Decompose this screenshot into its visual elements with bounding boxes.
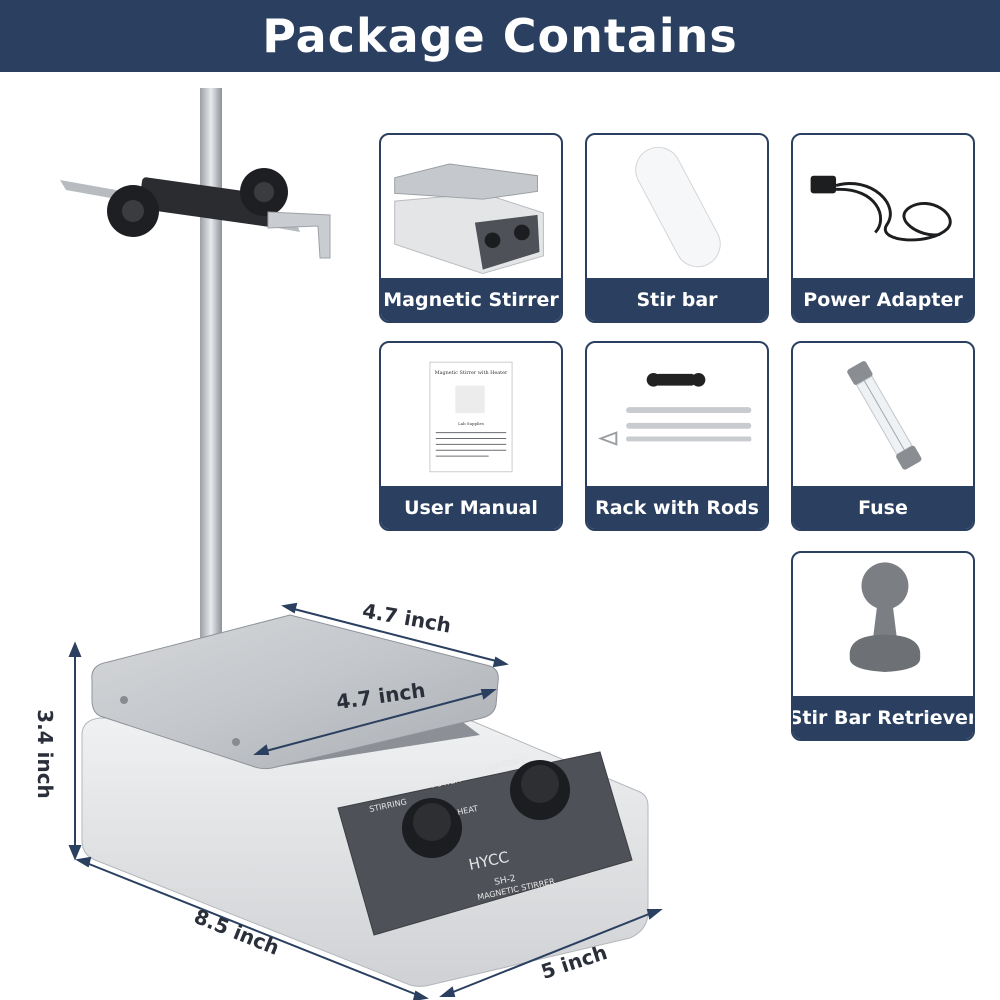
retriever-icon [849, 562, 921, 672]
item-label: Magnetic Stirrer [381, 278, 561, 321]
item-label: Stir Bar Retriever [793, 696, 973, 739]
item-card-user-manual: Magnetic Stirrer with Heater Lab Supplie… [379, 341, 563, 531]
item-card-rack-rods: Rack with Rods [585, 341, 769, 531]
item-label: User Manual [381, 486, 561, 529]
banner-title: Package Contains [262, 9, 738, 63]
heating-plate [91, 614, 499, 770]
svg-text:Magnetic Stirrer with Heater: Magnetic Stirrer with Heater [435, 370, 508, 376]
svg-text:Lab Supplies: Lab Supplies [458, 421, 484, 426]
dim-height: 3.4 inch [32, 709, 57, 799]
stand-rod [200, 88, 222, 648]
magnetic-stirrer-icon [394, 163, 544, 275]
dim-line-top-depth [289, 607, 501, 663]
panel-label-heat: HEAT [457, 804, 479, 817]
item-label: Power Adapter [793, 278, 973, 321]
item-card-power-adapter: Power Adapter [791, 133, 975, 323]
item-label: Fuse [793, 486, 973, 529]
item-label: Rack with Rods [587, 486, 767, 529]
fuse-icon [847, 361, 922, 470]
item-card-stir-bar-retriever: Stir Bar Retriever [791, 551, 975, 741]
item-card-fuse: Fuse [791, 341, 975, 531]
device-model: SH-2 [494, 874, 517, 888]
rack-rods-icon [597, 372, 752, 446]
power-cord-icon [810, 175, 952, 242]
dim-line-width [447, 911, 655, 995]
item-card-stir-bar: Stir bar [585, 133, 769, 323]
product-illustration: STIRRING POWER HEAT HEATING HYCC SH-2 MA… [60, 88, 663, 1000]
user-manual-icon: Magnetic Stirrer with Heater Lab Supplie… [429, 361, 513, 473]
dim-line-length [83, 861, 421, 997]
stir-bar-icon [635, 146, 721, 268]
header-banner: Package Contains [0, 0, 1000, 72]
dim-line-top-width [261, 691, 489, 753]
item-card-magnetic-stirrer: Magnetic Stirrer [379, 133, 563, 323]
item-label: Stir bar [587, 278, 767, 321]
